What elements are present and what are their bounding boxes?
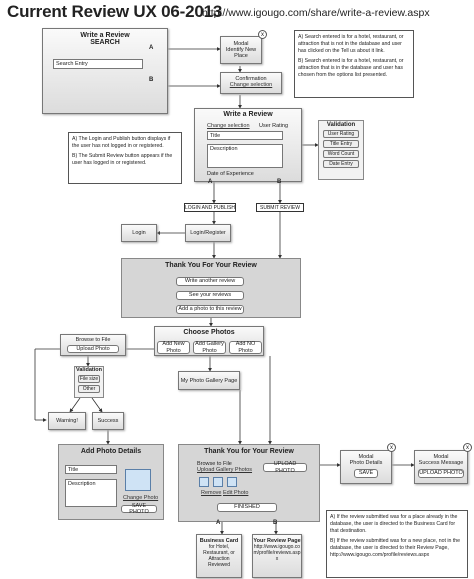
gallery-page-screen[interactable]: My Photo Gallery Page bbox=[178, 371, 240, 390]
thank-you-photo-screen: Thank You for Your Review Browse to File… bbox=[178, 444, 320, 522]
add-photo-button[interactable]: Add a photo to this review bbox=[176, 305, 244, 314]
description-field[interactable]: Description bbox=[207, 144, 283, 168]
upload-photo-button[interactable]: UPLOAD PHOTO bbox=[263, 461, 307, 474]
file-validation-panel: Validation File size Other bbox=[74, 366, 104, 398]
note-login-b: B) The Submit Review button appears if t… bbox=[72, 153, 173, 167]
validation-title: Validation bbox=[326, 122, 356, 128]
add-photo-details-title: Add Photo Details bbox=[80, 448, 142, 455]
note-search-b: B) Search entered is for a hotel, restau… bbox=[298, 58, 404, 79]
path-a-label: A bbox=[149, 45, 154, 51]
browse-file-screen: Browse to File Upload Photo bbox=[60, 334, 126, 356]
path-b-label: B bbox=[149, 77, 154, 83]
review-page-title: Your Review Page bbox=[253, 538, 301, 544]
search-screen: Write a Review SEARCH Search Entry A B bbox=[42, 28, 168, 114]
path-b-label: B bbox=[277, 179, 282, 185]
validation-item: Date Entry bbox=[323, 160, 359, 168]
search-subtitle: SEARCH bbox=[90, 39, 120, 46]
validation-panel: Validation User Rating Title Entry Word … bbox=[318, 120, 364, 180]
edit-photo-link[interactable]: Edit Photo bbox=[223, 490, 249, 496]
business-card-text: for Hotel, Restaurant, or Attraction Rev… bbox=[203, 544, 235, 568]
login-publish-button[interactable]: LOGIN AND PUBLISH bbox=[184, 203, 236, 212]
note-final-b: B) If the review submitted was for a new… bbox=[330, 538, 461, 559]
validation-item: User Rating bbox=[323, 130, 359, 138]
add-new-photo-option[interactable]: Add New Photo bbox=[157, 341, 190, 354]
review-page-url: http://www.igougo.com/profile/reviews.as… bbox=[253, 544, 301, 562]
change-photo-link[interactable]: Change Photo bbox=[123, 495, 159, 501]
search-input[interactable]: Search Entry bbox=[53, 59, 143, 69]
modal-photo-details: Modal Photo Details SAVE bbox=[340, 450, 392, 484]
warning-screen: Warning! bbox=[48, 412, 86, 430]
success-screen: Success bbox=[92, 412, 124, 430]
modal-identify-new-place: Modal Identify New Place bbox=[220, 36, 262, 64]
note-login-a: A) The Login and Publish button displays… bbox=[72, 136, 171, 150]
confirmation-screen: Confirmation Change selection bbox=[220, 72, 282, 94]
page-url: http://www.igougo.com/share/write-a-revi… bbox=[202, 7, 430, 19]
business-card-screen: Business Card for Hotel, Restaurant, or … bbox=[196, 534, 242, 578]
search-title: Write a Review bbox=[80, 32, 130, 39]
modal-label: Modal bbox=[358, 454, 374, 460]
write-review-title: Write a Review bbox=[223, 111, 273, 118]
user-rating-label: User Rating bbox=[259, 123, 289, 129]
validation-item: Word Count bbox=[323, 150, 359, 158]
validation-item: File size bbox=[78, 375, 100, 383]
choose-photos-screen: Choose Photos Add New Photo Add Gallery … bbox=[154, 326, 264, 356]
close-icon[interactable]: x bbox=[258, 30, 267, 39]
validation-title: Validation bbox=[76, 367, 102, 373]
thank-you-screen: Thank You For Your Review Write another … bbox=[121, 258, 301, 318]
upload-photo-button[interactable]: UPLOAD PHOTO bbox=[418, 469, 464, 478]
upload-gallery-link[interactable]: Upload Gallery Photos bbox=[197, 467, 253, 473]
modal-label: Modal bbox=[233, 41, 249, 47]
change-selection-link[interactable]: Change selection bbox=[229, 82, 273, 88]
modal-label: Modal bbox=[433, 454, 449, 460]
note-login: A) The Login and Publish button displays… bbox=[68, 132, 182, 184]
photo-thumbnail-icon bbox=[227, 477, 237, 487]
title-field[interactable]: Title bbox=[207, 131, 283, 140]
note-search-a: A) Search entered is for a hotel, restau… bbox=[298, 34, 404, 55]
save-button[interactable]: SAVE bbox=[354, 469, 378, 478]
modal-success-message: Modal Success Message UPLOAD PHOTO bbox=[414, 450, 468, 484]
note-final-a: A) If the review submitted was for a pla… bbox=[330, 514, 458, 535]
close-icon[interactable]: x bbox=[387, 443, 396, 452]
photo-title-field[interactable]: Title bbox=[65, 465, 117, 474]
save-photo-button[interactable]: SAVE PHOTO bbox=[121, 503, 157, 515]
note-final: A) If the review submitted was for a pla… bbox=[326, 510, 468, 578]
path-a-label: A bbox=[208, 179, 213, 185]
validation-item: Other bbox=[78, 385, 100, 393]
finished-button[interactable]: FINISHED bbox=[217, 503, 277, 512]
validation-item: Title Entry bbox=[323, 140, 359, 148]
submit-review-button[interactable]: SUBMIT REVIEW bbox=[256, 203, 304, 212]
confirmation-title: Confirmation bbox=[235, 76, 267, 82]
add-photo-details-screen: Add Photo Details Title Description Chan… bbox=[58, 444, 164, 520]
close-icon[interactable]: x bbox=[463, 443, 472, 452]
photo-description-field[interactable]: Description bbox=[65, 479, 117, 507]
thank-you-photo-title: Thank You for Your Review bbox=[204, 448, 294, 455]
login-screen[interactable]: Login bbox=[121, 224, 157, 242]
browse-title: Browse to File bbox=[75, 337, 111, 343]
choose-photos-title: Choose Photos bbox=[183, 329, 235, 336]
add-gallery-photo-option[interactable]: Add Gallery Photo bbox=[193, 341, 226, 354]
page-title: Current Review UX 06-2013 bbox=[7, 2, 223, 21]
modal-title: Success Message bbox=[418, 460, 464, 466]
date-label: Date of Experience bbox=[207, 171, 254, 177]
modal-title: Photo Details bbox=[349, 460, 383, 466]
business-card-title: Business Card bbox=[199, 538, 239, 544]
path-b-label: B bbox=[273, 520, 278, 526]
path-a-label: A bbox=[216, 520, 221, 526]
write-review-screen: Write a Review Change selection User Rat… bbox=[194, 108, 302, 182]
photo-thumbnail-icon bbox=[213, 477, 223, 487]
photo-thumbnail-icon bbox=[199, 477, 209, 487]
browse-label: Browse to File bbox=[197, 461, 232, 467]
see-reviews-button[interactable]: See your reviews bbox=[176, 291, 244, 300]
note-search: A) Search entered is for a hotel, restau… bbox=[294, 30, 414, 98]
review-page-screen: Your Review Page http://www.igougo.com/p… bbox=[252, 534, 302, 578]
photo-thumbnail-icon bbox=[125, 469, 151, 491]
modal-title: Identify New Place bbox=[225, 47, 257, 59]
remove-link[interactable]: Remove bbox=[201, 490, 222, 496]
upload-photo-button[interactable]: Upload Photo bbox=[67, 345, 119, 353]
change-selection-link[interactable]: Change selection bbox=[207, 123, 250, 129]
add-no-photo-option[interactable]: Add NO Photo bbox=[229, 341, 262, 354]
login-register-screen[interactable]: Login/Register bbox=[185, 224, 231, 242]
thank-you-title: Thank You For Your Review bbox=[165, 262, 257, 269]
write-another-button[interactable]: Write another review bbox=[176, 277, 244, 286]
